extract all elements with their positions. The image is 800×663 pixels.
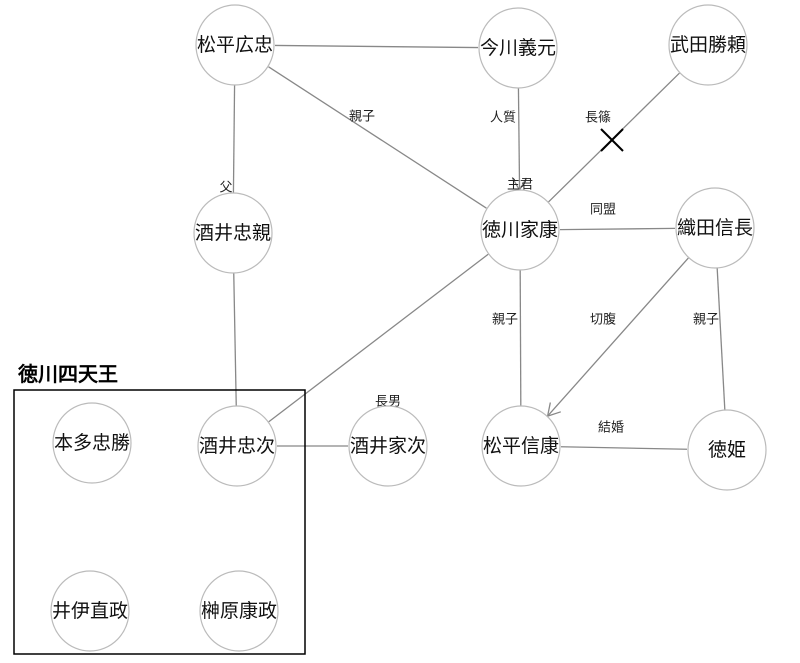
node-label: 徳川家康 — [482, 219, 558, 241]
node-circle — [52, 402, 132, 484]
node-nobunaga[interactable]: 織田信長 — [675, 187, 755, 269]
node-label: 榊原康政 — [201, 600, 277, 622]
node-tokuhime[interactable]: 徳姫 — [687, 409, 767, 491]
node-label: 酒井忠次 — [199, 435, 275, 457]
node-label: 織田信長 — [677, 217, 753, 239]
group-box — [13, 389, 306, 655]
node-circle — [199, 570, 279, 652]
node-label: 今川義元 — [480, 37, 556, 59]
cross-mark-icon — [600, 128, 624, 152]
node-tadachika[interactable]: 酒井忠親 — [193, 192, 273, 274]
node-katsuyori[interactable]: 武田勝頼 — [668, 4, 748, 86]
edge-nobunaga-nobuyasu — [547, 257, 689, 417]
edge-tadachika-tadatsugu — [233, 272, 237, 407]
node-label: 松平信康 — [483, 435, 559, 457]
node-label: 松平広忠 — [197, 34, 273, 56]
edge-end-label: 主君 — [507, 178, 533, 193]
edge-ieyasu-nobuyasu — [519, 269, 522, 407]
edge-label: 親子 — [693, 313, 719, 328]
edge-label: 結婚 — [598, 421, 624, 436]
node-tadatsugu[interactable]: 酒井忠次 — [197, 405, 277, 487]
edge-label: 同盟 — [590, 203, 616, 218]
node-label: 酒井忠親 — [195, 222, 271, 244]
edge-hirotada-tadachika — [232, 84, 236, 194]
node-yoshimoto[interactable]: 今川義元 — [478, 7, 558, 89]
edge-hirotada-yoshimoto — [274, 44, 479, 49]
node-hirotada[interactable]: 松平広忠 — [195, 4, 275, 86]
edge-label: 人質 — [490, 111, 516, 126]
node-ietsugu[interactable]: 酒井家次 — [348, 405, 428, 487]
node-tadakatsu[interactable]: 本多忠勝 — [52, 402, 132, 484]
node-circle — [480, 189, 560, 271]
node-ieyasu[interactable]: 徳川家康 — [480, 189, 560, 271]
node-circle — [193, 192, 273, 274]
node-yasumasa[interactable]: 榊原康政 — [199, 570, 279, 652]
node-label: 井伊直政 — [52, 600, 128, 622]
node-circle — [668, 4, 748, 86]
edge-label: 切腹 — [590, 312, 616, 328]
edge-label: 長篠 — [585, 111, 611, 126]
node-naomasa[interactable]: 井伊直政 — [50, 570, 130, 652]
node-circle — [481, 405, 561, 487]
edge-nobunaga-tokuhime — [716, 267, 726, 411]
node-label: 本多忠勝 — [54, 432, 130, 454]
node-nobuyasu[interactable]: 松平信康 — [481, 405, 561, 487]
edge-label: 親子 — [349, 110, 375, 125]
edge-hirotada-ieyasu — [268, 66, 487, 209]
edge-yoshimoto-ieyasu — [517, 87, 521, 191]
node-circle — [50, 570, 130, 652]
edge-ieyasu-nobunaga — [559, 227, 676, 231]
node-label: 徳姫 — [708, 439, 746, 461]
edge-nobuyasu-tokuhime — [560, 446, 688, 450]
edge-label: 親子 — [492, 313, 518, 328]
node-circle — [675, 187, 755, 269]
node-label: 酒井家次 — [350, 435, 426, 457]
node-circle — [195, 4, 275, 86]
node-circle — [348, 405, 428, 487]
edge-label: 父 — [219, 181, 232, 196]
node-circle — [197, 405, 277, 487]
edge-end-label: 長男 — [375, 395, 401, 410]
node-label: 武田勝頼 — [670, 34, 746, 56]
group-title: 徳川四天王 — [17, 362, 118, 386]
node-circle — [478, 7, 558, 89]
node-circle — [687, 409, 767, 491]
